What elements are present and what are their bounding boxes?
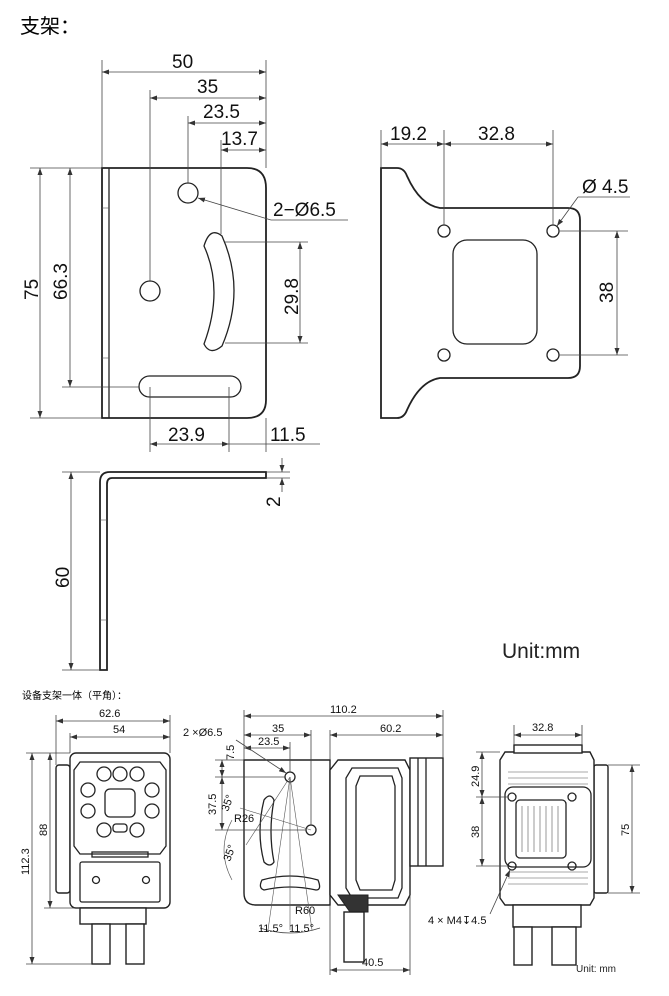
assembly-back-view: 32.8 24.9 38 75 4 × M4↧4.5 <box>428 722 640 966</box>
angle-11-5-a: 11.5° <box>258 923 283 935</box>
dim-23-9: 23.9 <box>168 425 205 446</box>
dim-24-9: 24.9 <box>470 766 482 787</box>
dim-50: 50 <box>172 52 193 73</box>
hole-tr <box>546 224 560 238</box>
thread-callout: 4 × M4↧4.5 <box>428 915 486 927</box>
dim-11-5: 11.5 <box>270 425 306 446</box>
dim-54: 54 <box>113 724 125 736</box>
dim-40-5: 40.5 <box>362 957 383 969</box>
hole-tl <box>437 224 451 238</box>
unit-label-small: Unit: mm <box>576 964 616 975</box>
radius-26: R26 <box>234 813 254 825</box>
angle-35-b: 35° <box>222 843 239 863</box>
square-window <box>452 239 538 345</box>
camera-body <box>69 752 171 909</box>
dim-38: 38 <box>597 282 618 303</box>
dim-13-7: 13.7 <box>221 129 258 150</box>
dim-112-3: 112.3 <box>20 848 32 875</box>
angle-11-5-b: 11.5° <box>289 923 314 935</box>
dim-110-2: 110.2 <box>330 704 357 716</box>
bracket-bottom-view: 2 60 <box>53 458 290 671</box>
bracket-title: 支架： <box>20 14 80 38</box>
flange-left <box>55 764 71 894</box>
heatsink <box>515 799 567 859</box>
side-bracket-plate <box>243 759 331 906</box>
dim-75-back: 75 <box>620 824 632 836</box>
lens-window <box>104 788 136 818</box>
bracket-bottom-outline <box>99 471 267 671</box>
side-camera-body <box>329 759 411 906</box>
dim-37-5: 37.5 <box>207 794 219 815</box>
dim-32-8: 32.8 <box>478 124 515 145</box>
dim-35-side: 35 <box>272 723 284 735</box>
unit-label-large: Unit:mm <box>502 640 581 663</box>
arc-slot <box>203 232 235 352</box>
assembly-title: 设备支架一体（平角）： <box>22 691 127 702</box>
assembly-side-view: 110.2 35 60.2 23.5 2 ×Ø6.5 7.5 37.5 35° … <box>183 704 444 975</box>
dim-38-back: 38 <box>470 826 482 838</box>
dim-19-2: 19.2 <box>390 124 427 145</box>
mount-hole-upper <box>177 182 199 204</box>
dim-60: 60 <box>53 567 74 588</box>
bracket-front-view: 50 35 23.5 13.7 2−Ø6.5 75 66.3 29.8 <box>22 52 348 452</box>
bracket-side-view: 19.2 32.8 Ø 4.5 38 <box>380 124 630 419</box>
dim-62-6: 62.6 <box>99 708 120 720</box>
hole-bl <box>437 348 451 362</box>
dim-29-8: 29.8 <box>282 278 303 315</box>
hole-br <box>546 348 560 362</box>
radius-60: R60 <box>295 905 315 917</box>
dim-23-5: 23.5 <box>203 102 240 123</box>
dim-35: 35 <box>197 77 218 98</box>
dim-32-8-back: 32.8 <box>532 722 553 734</box>
horizontal-slot <box>138 375 242 398</box>
bracket-front-outline <box>101 167 267 419</box>
mount-hole-lower <box>139 280 161 302</box>
assembly-front-view: 62.6 54 112.3 88 <box>20 708 171 965</box>
back-body <box>499 751 595 906</box>
dim-66-3: 66.3 <box>51 263 72 300</box>
angle-35-a: 35° <box>220 793 237 813</box>
dim-7-5: 7.5 <box>225 745 237 760</box>
dim-60-2: 60.2 <box>380 723 401 735</box>
dim-75: 75 <box>22 279 43 300</box>
hole-callout-2x6-5: 2−Ø6.5 <box>273 200 336 221</box>
bracket-side-outline <box>380 167 581 419</box>
dim-2: 2 <box>264 496 285 507</box>
dim-23-5-side: 23.5 <box>258 736 279 748</box>
back-plate <box>504 786 592 868</box>
hole-callout-4-5: Ø 4.5 <box>582 177 628 198</box>
hole-callout-side: 2 ×Ø6.5 <box>183 727 222 739</box>
dim-88: 88 <box>38 824 50 836</box>
back-flange <box>593 764 609 894</box>
